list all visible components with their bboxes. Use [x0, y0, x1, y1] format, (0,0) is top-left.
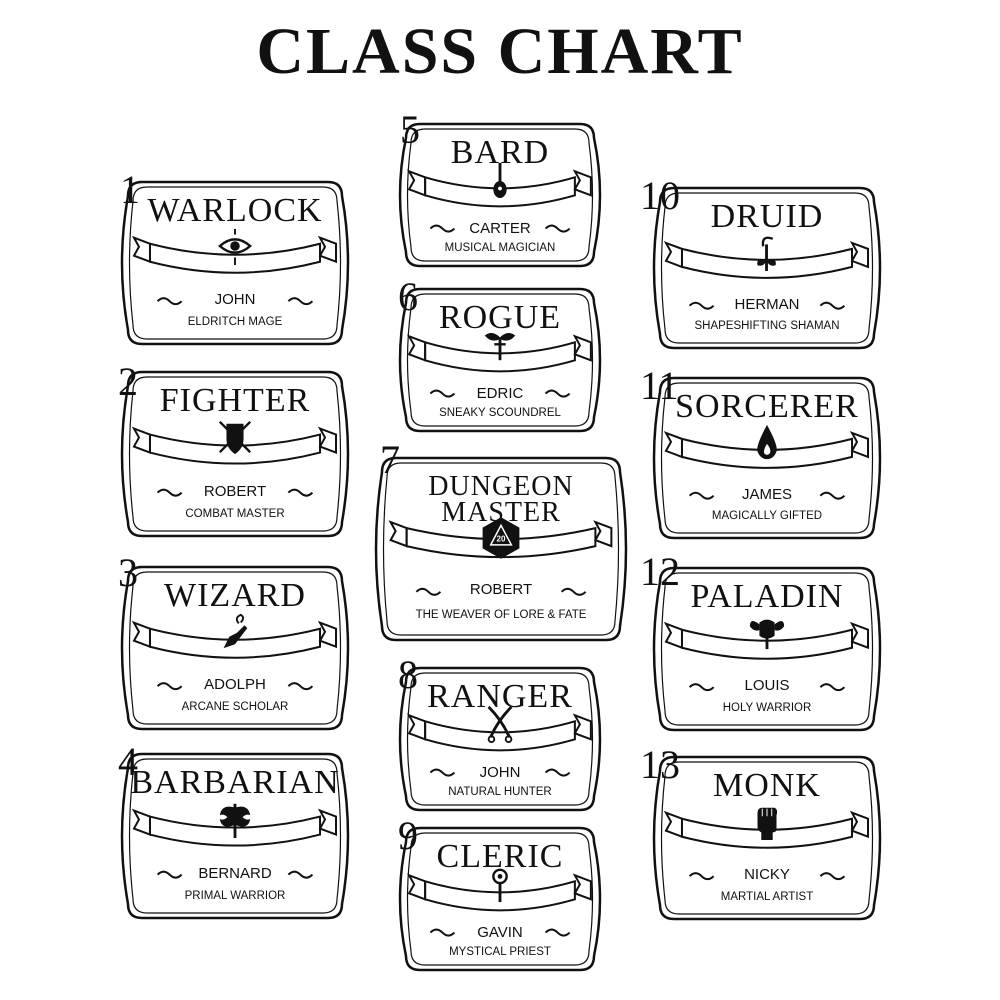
card-frame: [120, 370, 350, 538]
card-frame: [374, 456, 628, 642]
class-card-wizard: WIZARD ADOLPH ARCANE SCHOLAR: [120, 565, 350, 731]
card-frame: [652, 566, 882, 732]
spell-hand-icon: [216, 612, 254, 655]
character-epithet: THE WEAVER OF LORE & FATE: [415, 608, 587, 621]
crossed-blades-icon: [481, 705, 519, 748]
class-title: ROGUE: [438, 299, 562, 336]
flame-drop-icon: [748, 423, 786, 466]
character-epithet: COMBAT MASTER: [185, 507, 285, 520]
character-name: HERMAN: [734, 295, 800, 313]
d20-icon: 20: [478, 515, 524, 566]
character-epithet: MUSICAL MAGICIAN: [444, 241, 556, 254]
character-name: ROBERT: [203, 482, 267, 500]
eye-icon: [216, 227, 254, 270]
character-name: ROBERT: [469, 580, 533, 598]
class-title: SORCERER: [675, 388, 859, 425]
class-title: RANGER: [427, 678, 573, 715]
class-card-barbarian: BARBARIAN BERNARD PRIMAL WARRIOR: [120, 752, 350, 920]
card-frame: [398, 287, 602, 433]
character-name: BERNARD: [198, 864, 272, 882]
card-frame: [652, 186, 882, 350]
lute-icon: [481, 161, 519, 204]
class-title: FIGHTER: [159, 382, 311, 419]
character-name: JOHN: [479, 763, 521, 781]
class-card-paladin: PALADIN LOUIS HOLY WARRIOR: [652, 566, 882, 732]
class-card-sorcerer: SORCERER JAMES MAGICALLY GIFTED: [652, 376, 882, 540]
character-epithet: HOLY WARRIOR: [722, 702, 812, 715]
class-card-warlock: WARLOCK JOHN ELDRITCH MAGE: [120, 180, 350, 346]
staff-leaf-icon: [748, 233, 786, 276]
character-epithet: MAGICALLY GIFTED: [711, 510, 823, 523]
card-frame: [398, 666, 602, 812]
character-name: EDRIC: [476, 384, 524, 402]
character-epithet: PRIMAL WARRIOR: [184, 889, 286, 902]
class-title: WIZARD: [164, 577, 306, 614]
class-title: PALADIN: [690, 578, 844, 615]
card-frame: [398, 826, 602, 972]
class-card-rogue: ROGUE EDRIC SNEAKY SCOUNDREL: [398, 287, 602, 433]
fist-icon: [748, 802, 786, 845]
character-epithet: SNEAKY SCOUNDREL: [439, 406, 561, 419]
winged-helm-icon: [748, 613, 786, 656]
class-title: CLERIC: [436, 838, 564, 875]
character-name: CARTER: [469, 219, 531, 237]
character-epithet: MARTIAL ARTIST: [720, 891, 814, 904]
class-card-cleric: CLERIC GAVIN MYSTICAL PRIEST: [398, 826, 602, 972]
battle-axe-icon: [216, 800, 254, 843]
class-title: BARBARIAN: [130, 764, 340, 801]
card-frame: [652, 376, 882, 540]
svg-text:20: 20: [497, 535, 506, 544]
card-frame: [120, 180, 350, 346]
class-title: WARLOCK: [147, 192, 323, 229]
character-epithet: ARCANE SCHOLAR: [181, 701, 289, 714]
card-frame: [120, 565, 350, 731]
card-frame: [120, 752, 350, 920]
character-epithet: ELDRITCH MAGE: [187, 316, 283, 329]
class-card-fighter: FIGHTER ROBERT COMBAT MASTER: [120, 370, 350, 538]
character-epithet: SHAPESHIFTING SHAMAN: [694, 320, 840, 333]
mask-dagger-icon: [481, 326, 519, 369]
class-card-ranger: RANGER JOHN NATURAL HUNTER: [398, 666, 602, 812]
class-card-monk: MONK NICKY MARTIAL ARTIST: [652, 755, 882, 921]
holy-symbol-icon: [481, 865, 519, 908]
page-title: CLASS CHART: [256, 15, 744, 88]
class-card-druid: DRUID HERMAN SHAPESHIFTING SHAMAN: [652, 186, 882, 350]
character-name: LOUIS: [744, 677, 790, 695]
shield-swords-icon: [216, 418, 254, 461]
card-frame: [398, 122, 602, 268]
character-name: ADOLPH: [204, 676, 266, 694]
class-title: MONK: [713, 767, 821, 804]
character-name: NICKY: [744, 866, 790, 884]
character-name: JAMES: [741, 485, 792, 503]
class-title: DRUID: [710, 198, 824, 235]
card-frame: [652, 755, 882, 921]
character-epithet: NATURAL HUNTER: [448, 785, 552, 798]
character-name: GAVIN: [477, 923, 523, 941]
character-epithet: MYSTICAL PRIEST: [449, 945, 551, 958]
character-name: JOHN: [214, 291, 256, 309]
